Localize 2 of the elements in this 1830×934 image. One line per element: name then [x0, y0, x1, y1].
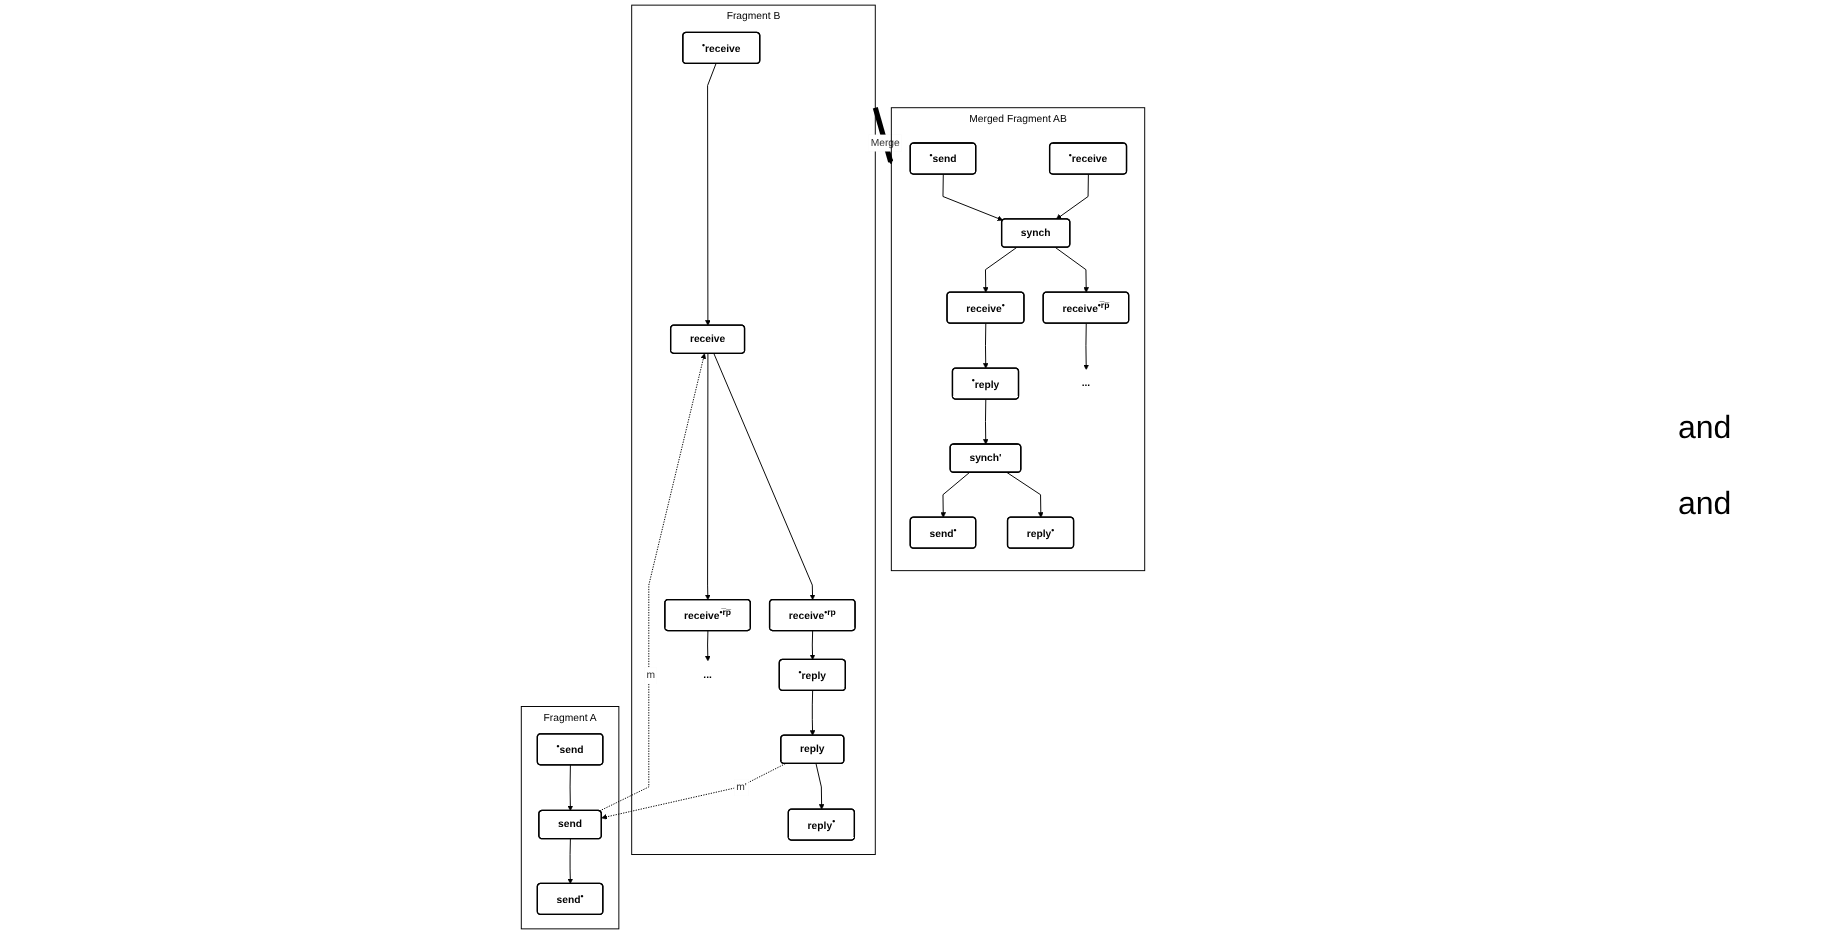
and-annotation: and	[1678, 487, 1734, 523]
and-annotation: and	[1678, 411, 1734, 447]
